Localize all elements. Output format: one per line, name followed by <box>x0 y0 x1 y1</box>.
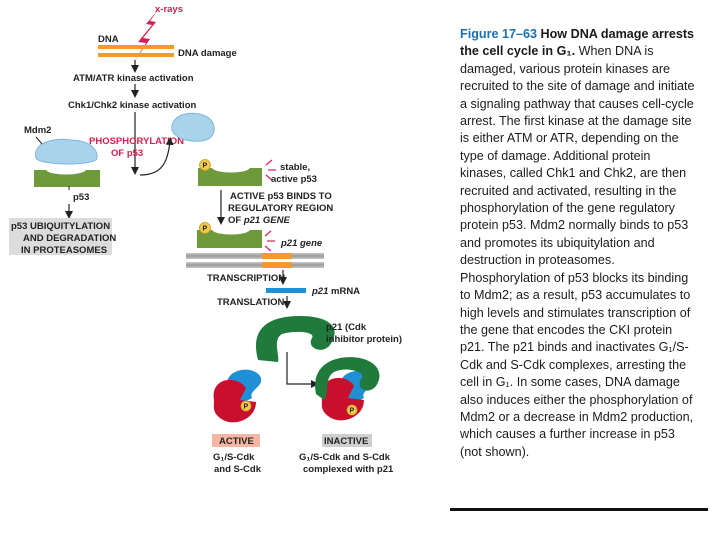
stable-line2: active p53 <box>271 174 317 185</box>
phosphorylation-line1: PHOSPHORYLATION <box>89 136 184 147</box>
p21-gene-label: p21 gene <box>280 238 323 249</box>
active-cdk-complex <box>213 369 262 423</box>
active-p53-protein <box>198 168 262 186</box>
svg-text:P: P <box>203 226 208 233</box>
phosphorylation-line2: OF p53 <box>111 148 143 159</box>
activity-burst-icon <box>265 159 276 181</box>
p21-protein <box>255 316 335 362</box>
figure-body: When DNA is damaged, various protein kin… <box>460 44 695 459</box>
activity-burst-icon <box>264 230 275 252</box>
svg-text:P: P <box>203 163 208 170</box>
xrays-label: x-rays <box>155 4 183 15</box>
figure-number: Figure 17–63 <box>460 27 538 41</box>
inactive-desc-line1: G₁/S-Cdk and S-Cdk <box>299 452 391 463</box>
ubiquitylation-line3: IN PROTEASOMES <box>21 245 107 256</box>
chk-label: Chk1/Chk2 kinase activation <box>68 100 196 111</box>
ubiquitylation-line1: p53 UBIQUITYLATION <box>11 221 110 232</box>
inhibition-arrow <box>286 352 319 388</box>
active-desc-line1: G₁/S-Cdk <box>213 452 255 463</box>
svg-text:P: P <box>244 404 249 411</box>
release-arrow <box>139 137 174 176</box>
released-mdm2-protein <box>171 112 215 142</box>
ubiquitylation-line2: AND DEGRADATION <box>23 233 116 244</box>
translation-label: TRANSLATION <box>217 297 285 308</box>
mdm2-protein <box>35 138 98 165</box>
p21-mrna <box>266 288 306 293</box>
svg-text:P: P <box>350 408 355 415</box>
inactive-label: INACTIVE <box>324 436 368 447</box>
p53-protein <box>34 170 100 187</box>
caption-rule <box>450 508 708 511</box>
phosphate-icon <box>199 222 211 234</box>
active-desc-line2: and S-Cdk <box>214 464 262 475</box>
p53-label: p53 <box>73 192 89 203</box>
phosphate-icon <box>346 404 358 416</box>
binds-line1: ACTIVE p53 BINDS TO <box>230 191 332 202</box>
p21-gene-dna <box>186 253 324 268</box>
figure-caption: Figure 17–63 How DNA damage arrests the … <box>460 26 700 461</box>
p21-cdk-line2: inhibitor protein) <box>326 334 402 345</box>
ubiquitylation-box <box>9 218 112 255</box>
atm-atr-label: ATM/ATR kinase activation <box>73 73 194 84</box>
p21-mrna-label: p21 mRNA <box>311 286 360 297</box>
mdm2-label: Mdm2 <box>24 125 51 136</box>
stable-line1: stable, <box>280 162 310 173</box>
phosphate-icon <box>199 159 211 171</box>
p21-cdk-line1: p21 (Cdk <box>326 322 367 333</box>
inactive-desc-line2: complexed with p21 <box>303 464 394 475</box>
inactive-badge <box>322 434 372 447</box>
lightning-bolt-icon <box>134 10 158 62</box>
binds-line2: REGULATORY REGION <box>228 203 333 214</box>
binds-line3: OF p21 GENE <box>228 215 290 226</box>
dna-damage-label: DNA damage <box>178 48 237 59</box>
bound-p53-protein <box>197 230 262 248</box>
active-badge <box>212 434 260 447</box>
dna-label: DNA <box>98 34 119 45</box>
phosphate-icon <box>240 400 252 412</box>
figure-title: How DNA damage arrests the cell cycle in… <box>460 27 695 59</box>
dna-strand <box>98 45 174 57</box>
transcription-label: TRANSCRIPTION <box>207 273 285 284</box>
active-label: ACTIVE <box>219 436 254 447</box>
inactive-cdk-complex <box>315 357 380 421</box>
